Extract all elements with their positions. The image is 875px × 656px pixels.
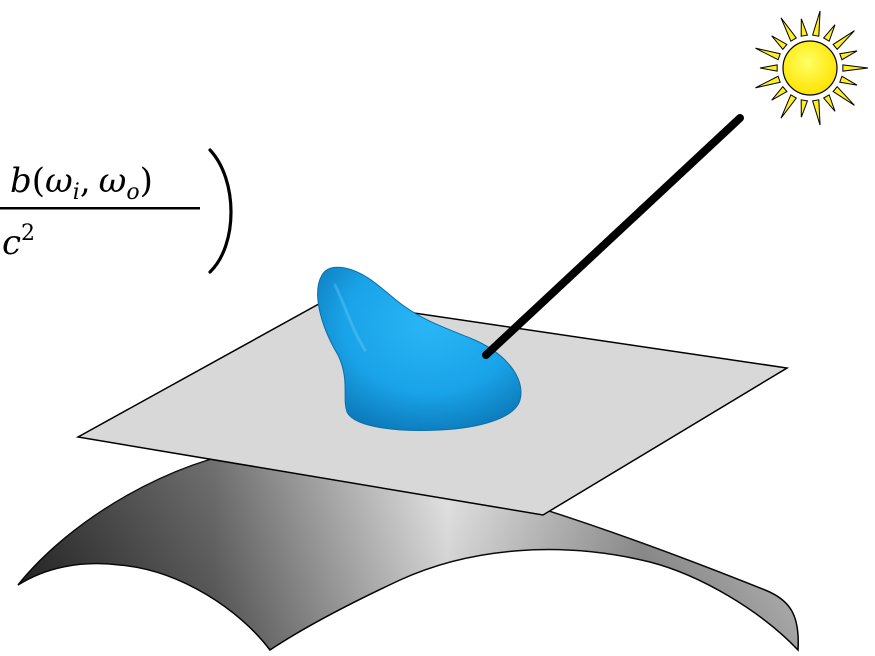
sun-ray: [772, 36, 787, 49]
right-paren: [210, 150, 231, 272]
sun-ray: [833, 87, 854, 106]
sun-ray: [843, 65, 868, 71]
sun-ray: [824, 25, 835, 41]
sun-ray: [755, 76, 780, 88]
sun-ray: [801, 19, 807, 36]
sun-ray: [840, 51, 857, 60]
sun-disc: [783, 41, 837, 95]
sun-ray: [840, 76, 857, 85]
sun-ray: [781, 95, 796, 118]
sun-ray: [824, 95, 835, 111]
sun-ray: [833, 31, 854, 50]
sun-ray: [813, 11, 820, 36]
light-ray: [486, 118, 740, 355]
sun-ray: [755, 48, 780, 60]
sun-ray: [772, 87, 787, 100]
formula-denominator: c2: [2, 221, 35, 263]
brdf-formula: b(ωi,ωo) c2: [0, 150, 231, 272]
sun-icon: [755, 11, 868, 125]
sun-ray: [781, 18, 796, 41]
sun-ray: [801, 100, 807, 117]
sun-ray: [813, 100, 820, 125]
sun-ray: [760, 65, 777, 71]
formula-numerator: b(ωi,ωo): [10, 161, 153, 205]
fraction-bar: [0, 207, 200, 210]
